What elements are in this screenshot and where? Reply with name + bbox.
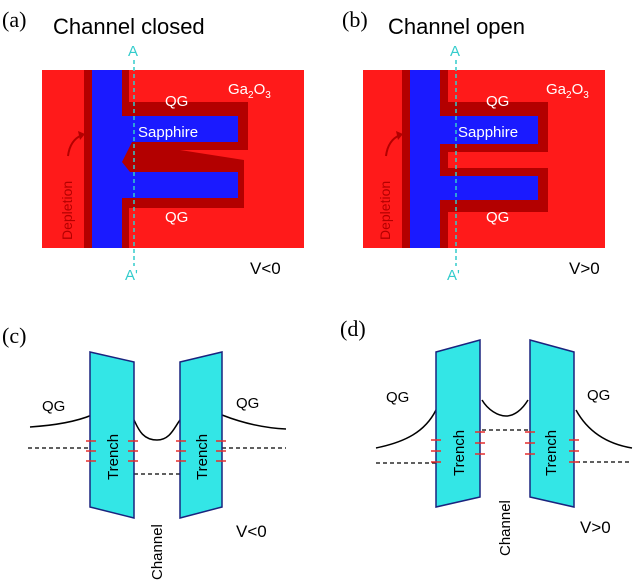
panel-b-title: Channel open [388, 14, 525, 39]
cut-label-top: A [128, 43, 138, 60]
panel-a-voltage: V<0 [250, 259, 281, 278]
channel-label: Channel [149, 524, 166, 580]
trap-states-right [176, 440, 226, 462]
qg-right-label: QG [587, 387, 610, 404]
sapphire-region [410, 70, 538, 248]
depletion-arrowhead-icon [396, 131, 403, 140]
trench-right-label: Trench [543, 430, 560, 476]
qg-top-label: QG [486, 93, 509, 110]
depletion-arrowhead-icon [78, 131, 85, 140]
panel-d-letter: (d) [340, 316, 366, 341]
trench-left [89, 351, 135, 519]
qg-right-label: QG [236, 395, 259, 412]
panel-b-letter: (b) [342, 7, 368, 32]
trap-states-right [525, 431, 579, 463]
panel-a-title: Channel closed [53, 14, 205, 39]
panel-c: (c) QG QG Trench Trench Channel V<0 [2, 323, 287, 580]
ga2o3-label: Ga2O3 [228, 81, 271, 101]
channel-label: Channel [497, 500, 514, 556]
panel-b: (b) Channel open A A' QG QG Sapphire Ga2… [342, 7, 605, 284]
cut-label-bottom: A' [447, 267, 460, 284]
band-edge-line [29, 414, 287, 441]
trench-right [529, 339, 575, 508]
trench-right [179, 351, 223, 519]
qg-bottom-label: QG [165, 209, 188, 226]
cut-label-top: A [450, 43, 460, 60]
ga2o3-label: Ga2O3 [546, 81, 589, 101]
trench-left-label: Trench [105, 434, 122, 480]
panel-d: (d) QG QG Trench Trench Channel V>0 [340, 316, 633, 556]
qg-left-label: QG [386, 389, 409, 406]
qg-top-label: QG [165, 93, 188, 110]
panel-a-letter: (a) [2, 7, 26, 32]
trench-right-label: Trench [194, 434, 211, 480]
sapphire-label: Sapphire [458, 124, 518, 141]
panel-a: (a) Channel closed A A' QG QG Sapphire G… [2, 7, 304, 284]
trap-states-left [431, 431, 485, 463]
depletion-label: Depletion [59, 181, 75, 240]
panel-d-voltage: V>0 [580, 518, 611, 537]
qg-bottom-label: QG [486, 209, 509, 226]
trench-left [435, 339, 481, 508]
depletion-region [84, 70, 248, 248]
depletion-label: Depletion [377, 181, 393, 240]
trench-left-label: Trench [451, 430, 468, 476]
panel-b-voltage: V>0 [569, 259, 600, 278]
panel-c-voltage: V<0 [236, 522, 267, 541]
trap-states-left [86, 440, 138, 462]
panel-c-letter: (c) [2, 323, 26, 348]
cut-label-bottom: A' [125, 267, 138, 284]
qg-left-label: QG [42, 398, 65, 415]
sapphire-label: Sapphire [138, 124, 198, 141]
band-edge-line [375, 399, 633, 449]
sapphire-region [92, 70, 238, 248]
